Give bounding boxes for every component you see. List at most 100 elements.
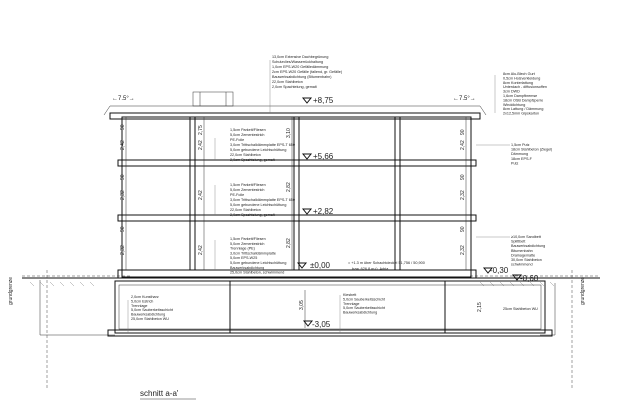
note-wall_right-line: Dämmung	[511, 152, 528, 156]
svg-text:2,42: 2,42	[198, 140, 204, 150]
note-terrace_right-line: schwimmend	[511, 263, 533, 267]
offset-right: ←7.5°→	[453, 96, 476, 102]
svg-text:90: 90	[460, 174, 466, 180]
note-roof_right-line: 8cm Alu-Blech Gurt	[503, 72, 535, 76]
note-roof_right-line: 8cm Lattung / Dämmung	[503, 107, 543, 111]
level-ground: ±0,00	[310, 261, 331, 270]
note-roof_right-line: 8cm Konterlattung	[503, 81, 533, 85]
note-floor1-line: 3,0cm Trittschalldämmplatte EPS-T 650	[230, 198, 295, 202]
annotation-notes: 13,0cm Extensive DachbegrünungSchutzvlie…	[131, 55, 552, 321]
note-ground-line: 25,0cm Stahlbeton, schwimmend	[230, 271, 284, 275]
note-wall_right-line: 18cm Stahlbeton (Ziegel)	[511, 148, 552, 152]
note-floor2-line: 5,0cm Zementestrich	[230, 133, 264, 137]
note-floor1-line: 22,0cm Stahlbeton	[230, 208, 261, 212]
note-ground-line: 5,0cm gebundene Leichtschüttung	[230, 261, 286, 265]
note-ground-line: Trennlage (PE)	[230, 247, 255, 251]
ground-note-line2: bzw. 626,8 m ü. Adria	[352, 267, 389, 271]
note-wall_right-line: 18cm EPS-F	[511, 157, 533, 161]
note-ground-line: 5,0cm EPS-W25	[230, 256, 257, 260]
note-basement_mid-line: 5,0cm Sauberkeitsschicht	[343, 297, 385, 301]
note-roof-line: 1,0cm EPS-W20 Gefälledämmung	[272, 65, 328, 69]
offset-left: ←7.5°→	[112, 96, 135, 102]
note-terrace_right-line: 30,0cm Stahlbeton	[511, 258, 542, 262]
dim-chain-left: 90 2,42 90 2,32 90 2,32	[120, 117, 127, 270]
note-roof_right-line: 1,6cm Dampfbremse	[503, 94, 537, 98]
note-floor1-line: 5,0cm Zementestrich	[230, 188, 264, 192]
dim-chain-right: 90 2,42 90 2,32 90 2,32 2,15	[460, 117, 483, 312]
note-ground-line: 5,0cm Zementestrich	[230, 242, 264, 246]
note-terrace_right-line: Bauwerksabdichtung	[511, 244, 545, 248]
level-floor2: +5,66	[313, 152, 334, 161]
note-roof_right-line: 0,5cm Holzverkleidung	[503, 76, 540, 80]
terrain	[22, 270, 600, 390]
note-roof-line: Schutzvlies/Wasserrückhaltung	[272, 60, 323, 64]
level-terrace: -0,30	[490, 266, 509, 275]
boundary-label-left: grundgrenze	[8, 277, 14, 305]
note-basement_left-line: 2,0cm Kunstharz	[131, 295, 159, 299]
note-floor2-line: PE-Folie	[230, 138, 244, 142]
note-terrace_right-line: Bitumenbahn	[511, 249, 533, 253]
svg-text:2,32: 2,32	[120, 190, 126, 200]
svg-text:2,42: 2,42	[198, 245, 204, 255]
note-roof_right-line: Unterdach - diffusionsoffen	[503, 85, 547, 89]
note-roof-line: 22,0cm Stahlbeton	[272, 80, 303, 84]
note-terrace_right-line: Drainagematte	[511, 253, 535, 257]
boundary-label-right: grundgrenze	[580, 277, 586, 305]
note-floor1-line: 1,5cm Parkett/Fliesen	[230, 183, 266, 187]
svg-text:2,82: 2,82	[286, 182, 292, 192]
note-basement_right-line: 25cm Stahlbeton WU	[503, 307, 538, 311]
drawing-title: schnitt a-a'	[140, 389, 179, 398]
note-basement_left-line: 5,0cm Sauberkeitsschicht	[131, 308, 173, 312]
note-floor2-line: 2,0cm Spachtelung, gemalt	[230, 158, 275, 162]
dim-chain-a: 2,75 2,42 2,42 2,42	[198, 117, 205, 270]
level-roof: +8,75	[313, 96, 334, 105]
svg-text:90: 90	[120, 174, 126, 180]
svg-text:2,15: 2,15	[477, 302, 483, 312]
svg-text:2,82: 2,82	[286, 238, 292, 248]
building	[103, 91, 487, 279]
note-roof-line: Bauwerksabdichtung (Bitumenbahn)	[272, 75, 331, 79]
svg-text:2,42: 2,42	[120, 140, 126, 150]
note-floor1-line: 5,0cm gebundene Leichtschüttung	[230, 203, 286, 207]
note-roof_right-line: 3cm DWD	[503, 90, 520, 94]
level-floor1: +2,82	[313, 207, 334, 216]
note-roof-line: 2cm EPS-W20 Gefälle (fallend, gr. Gefäll…	[272, 70, 342, 74]
level-basement: -3,05	[312, 320, 331, 329]
note-floor1-line: PE-Folie	[230, 193, 244, 197]
note-floor2-line: 3,0cm Trittschalldämmplatte EPS-T 650	[230, 143, 295, 147]
note-basement_left-line: Trennlage	[131, 304, 147, 308]
svg-text:2,32: 2,32	[120, 245, 126, 255]
svg-text:2,75: 2,75	[198, 125, 204, 135]
level-markers: +8,75 +5,66 +2,82 ±0,00 -0,30 -0,60 -3,0…	[296, 96, 539, 329]
note-ground-line: 3,0cm Trittschalldämmplatte	[230, 251, 276, 255]
svg-text:2,32: 2,32	[460, 190, 466, 200]
note-basement_mid-line: Kiesbett	[343, 293, 356, 297]
note-basement_left-line: 5,0cm Estrich	[131, 299, 153, 303]
dim-chain-b: 3,10 2,82 2,82 3,05	[286, 117, 305, 310]
note-basement_mid-line: Trennlage	[343, 302, 359, 306]
svg-text:2,42: 2,42	[460, 140, 466, 150]
svg-text:90: 90	[460, 129, 466, 135]
note-wall_right-line: 1,5cm Putz	[511, 143, 530, 147]
svg-text:90: 90	[120, 124, 126, 130]
note-terrace_right-line: ≥10,0cm Sandbett	[511, 235, 541, 239]
note-floor1-line: 2,0cm Spachtelung, gemalt	[230, 213, 275, 217]
level-garden: -0,60	[520, 274, 539, 283]
note-basement_mid-line: 5,0cm Sauberkeitsschicht	[343, 306, 385, 310]
svg-text:2,42: 2,42	[198, 190, 204, 200]
note-floor2-line: 22,0cm Stahlbeton	[230, 153, 261, 157]
svg-text:3,10: 3,10	[286, 128, 292, 138]
svg-text:2,32: 2,32	[460, 245, 466, 255]
note-roof-line: 13,0cm Extensive Dachbegrünung	[272, 55, 328, 59]
note-roof-line: 2,0cm Spachtelung, gemalt	[272, 85, 317, 89]
level-marker	[301, 97, 313, 104]
note-roof_right-line: Winddichtung	[503, 103, 525, 107]
dim-basement: 3,05	[299, 300, 305, 310]
note-terrace_right-line: Splittbett	[511, 240, 525, 244]
basement	[107, 280, 553, 337]
ground-note-line1: = +1.3 m über Schachtdeckel 51,756 / 50,…	[348, 261, 425, 265]
note-basement_mid-line: Bauwerksabdichtung	[343, 311, 377, 315]
note-roof_right-line: 18cm OSB Dampfsperre	[503, 98, 543, 102]
